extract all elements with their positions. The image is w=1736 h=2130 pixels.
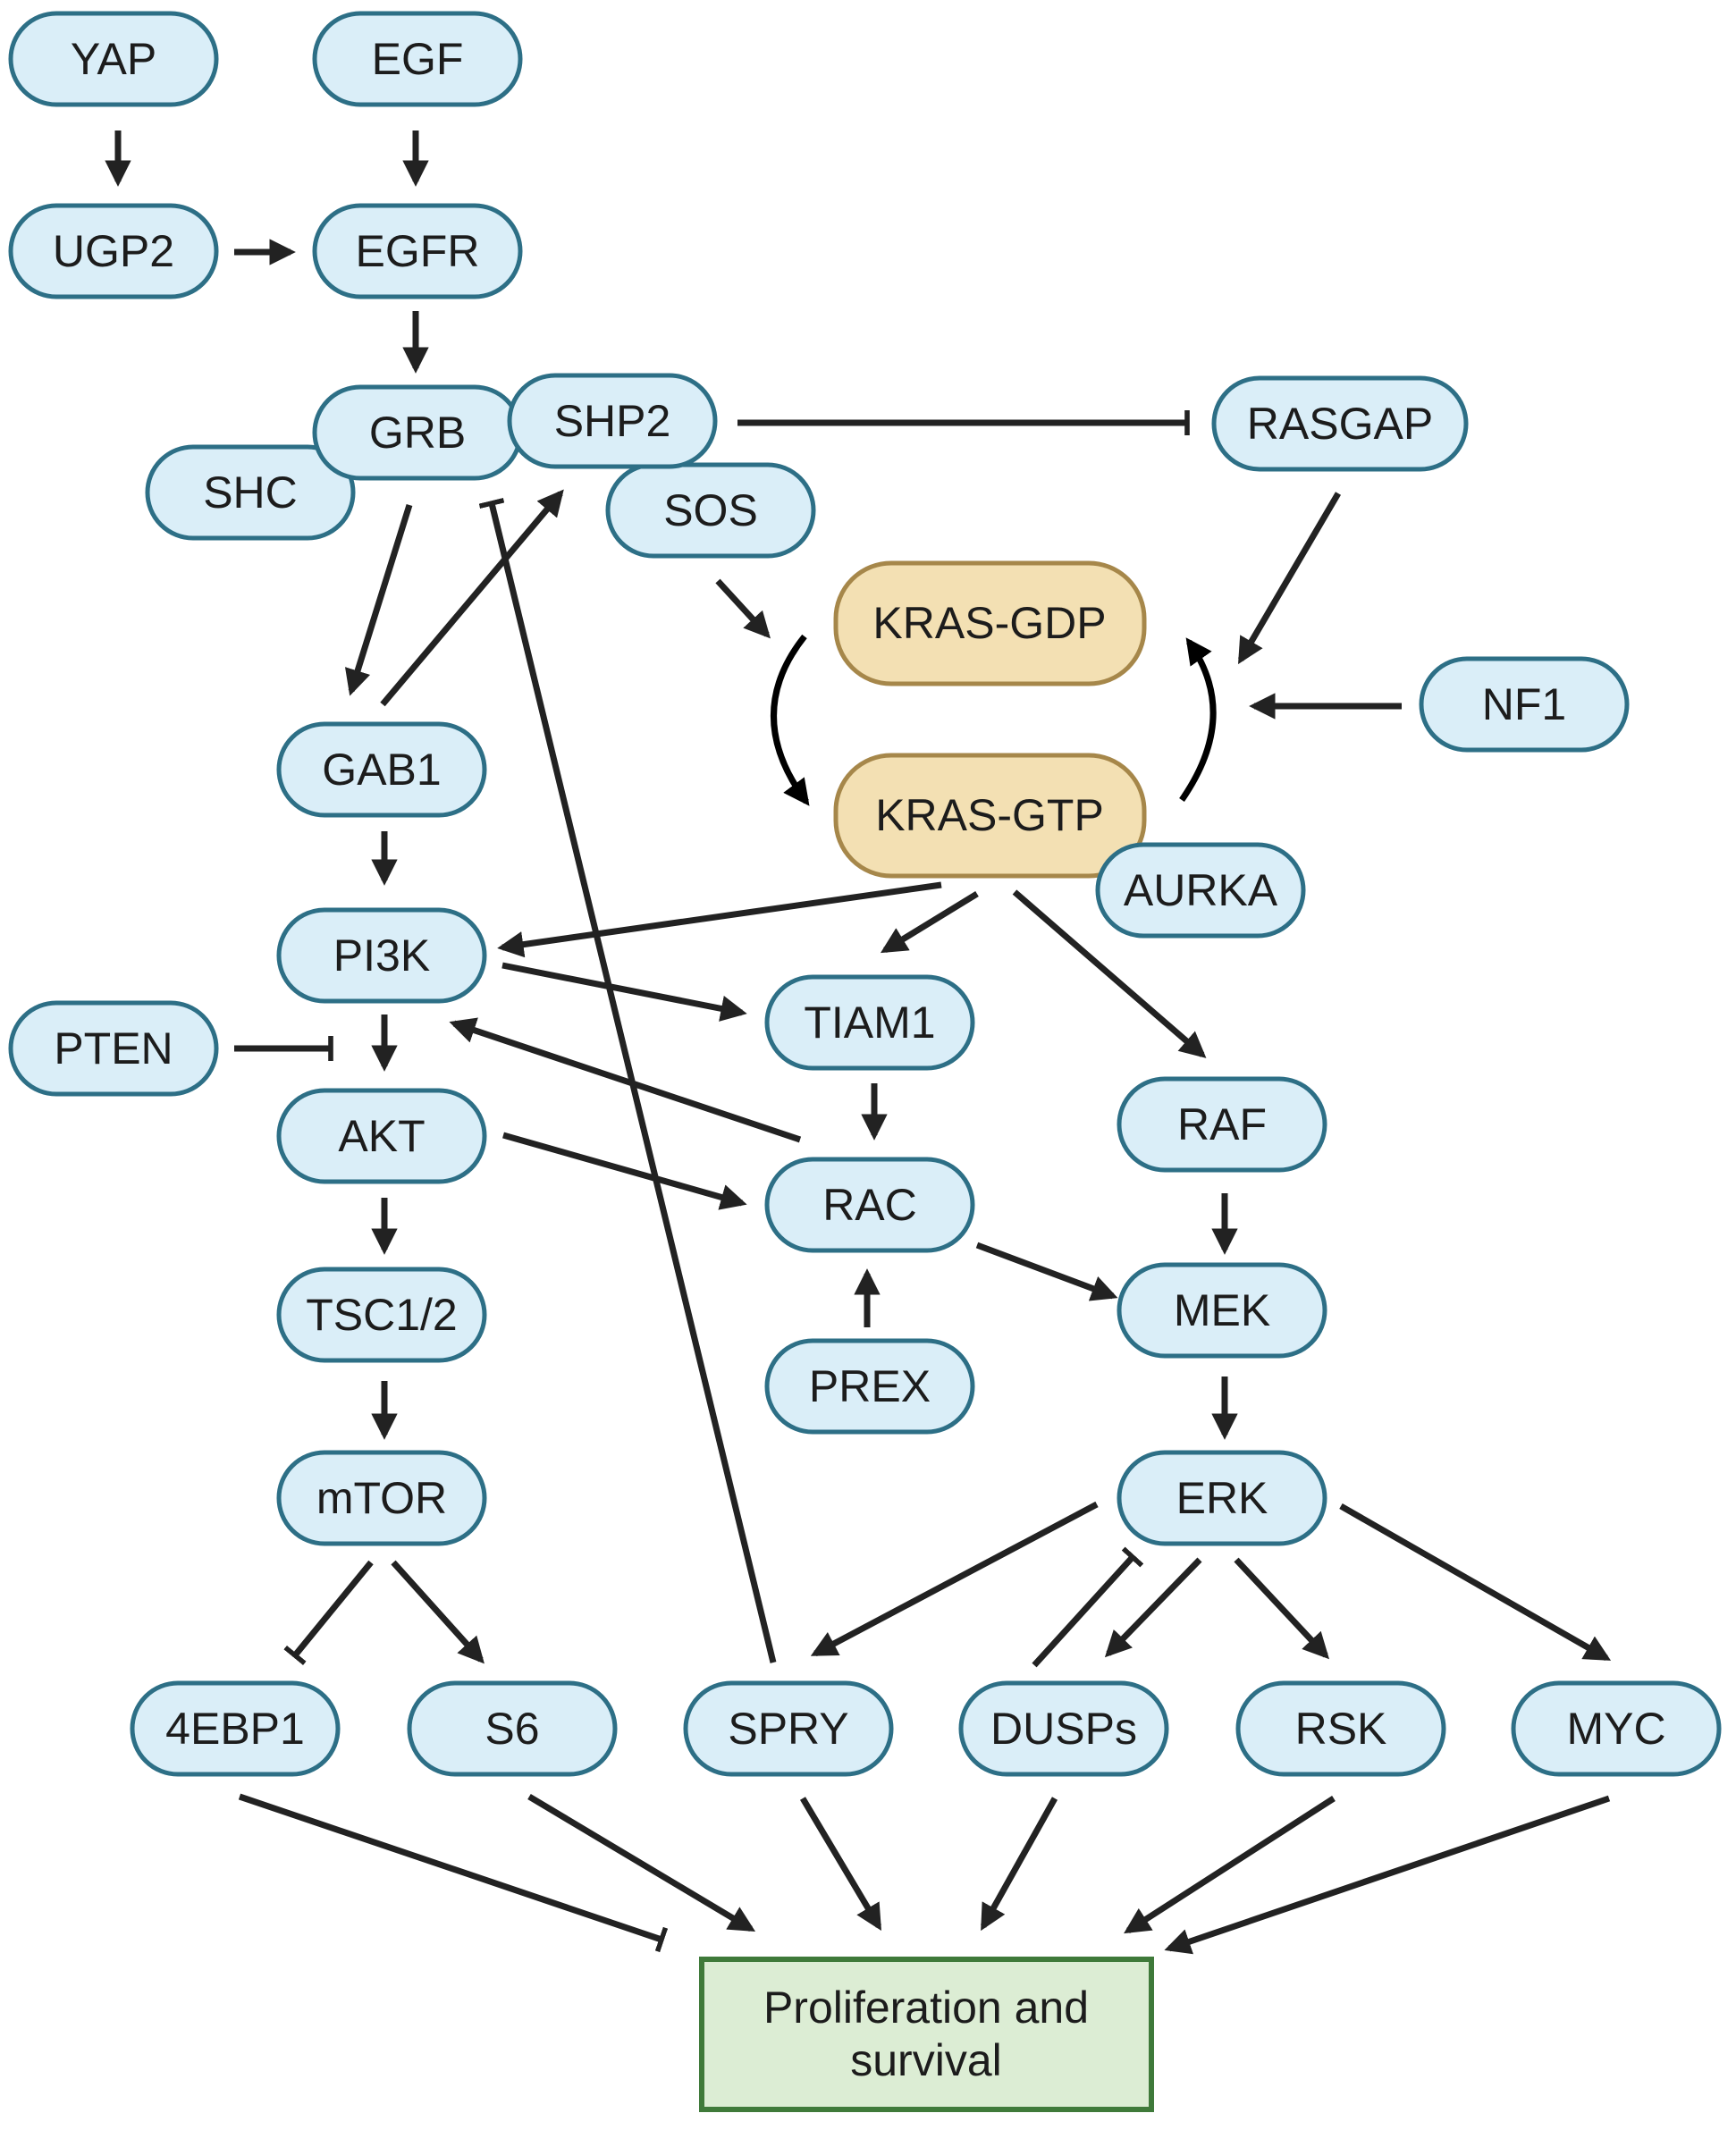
- node-akt-label: AKT: [338, 1111, 425, 1161]
- node-rsk: RSK: [1235, 1680, 1446, 1777]
- edges: [105, 130, 1612, 1955]
- node-4ebp1-label: 4EBP1: [165, 1704, 305, 1754]
- node-pi3k-label: PI3K: [333, 930, 430, 981]
- edge-erk-dusps: [1104, 1557, 1202, 1658]
- node-akt: AKT: [276, 1088, 487, 1184]
- edge-mtor-s6: [391, 1560, 485, 1664]
- node-myc: MYC: [1511, 1680, 1722, 1777]
- node-dusps: DUSPs: [958, 1680, 1169, 1777]
- node-nf1: NF1: [1419, 656, 1630, 753]
- node-pi3k: PI3K: [276, 907, 487, 1004]
- node-tiam1-label: TIAM1: [804, 998, 935, 1048]
- node-mek-label: MEK: [1174, 1285, 1270, 1335]
- cycle-gdp-to-gtp: [771, 634, 810, 806]
- node-raf: RAF: [1117, 1076, 1327, 1173]
- node-erk-label: ERK: [1176, 1473, 1268, 1523]
- node-rac-label: RAC: [822, 1180, 917, 1230]
- node-s6: S6: [407, 1680, 618, 1777]
- edge-sos-krasgdp: [715, 578, 771, 639]
- node-rasgap-label: RASGAP: [1247, 399, 1433, 449]
- node-nf1-label: NF1: [1482, 679, 1566, 729]
- edge-pi3k-tiam1: [501, 962, 747, 1022]
- node-gab1: GAB1: [276, 721, 487, 818]
- node-s6-label: S6: [485, 1704, 539, 1754]
- edge-s6-outcome: [527, 1793, 756, 1932]
- edge-rac-mek: [975, 1242, 1118, 1301]
- cycle-gtp-to-gdp: [1179, 637, 1217, 802]
- edge-grb-gab1: [344, 503, 413, 696]
- node-sos: SOS: [605, 462, 816, 559]
- edge-spry-grb: [478, 497, 777, 1663]
- node-egf: EGF: [312, 11, 523, 107]
- node-mtor: mTOR: [276, 1450, 487, 1546]
- node-spry: SPRY: [683, 1680, 894, 1777]
- edge-erk-myc: [1339, 1503, 1612, 1662]
- node-sos-label: SOS: [663, 485, 758, 535]
- node-rsk-label: RSK: [1295, 1704, 1387, 1754]
- node-tsc-label: TSC1/2: [306, 1290, 458, 1340]
- node-ugp2: UGP2: [8, 203, 219, 299]
- node-tsc: TSC1/2: [276, 1267, 487, 1363]
- node-shc: SHC: [145, 444, 356, 541]
- node-pten: PTEN: [8, 1000, 219, 1097]
- node-yap: YAP: [8, 11, 219, 107]
- node-erk: ERK: [1117, 1450, 1327, 1546]
- outcome-box: Proliferation and survival: [699, 1957, 1154, 2112]
- node-shp2-label: SHP2: [554, 396, 671, 446]
- node-egf-label: EGF: [372, 34, 464, 84]
- node-aurka-label: AURKA: [1124, 865, 1278, 915]
- edge-akt-rac: [502, 1132, 747, 1210]
- edge-kras-pi3k: [497, 881, 942, 958]
- node-egfr-label: EGFR: [356, 226, 480, 276]
- edge-kras-raf: [1012, 889, 1207, 1058]
- node-kras-gtp-label: KRAS-GTP: [875, 790, 1104, 840]
- node-prex: PREX: [764, 1338, 975, 1435]
- edge-myc-outcome: [1164, 1795, 1611, 1955]
- node-grb-label: GRB: [369, 408, 466, 458]
- node-prex-label: PREX: [809, 1361, 931, 1411]
- outcome-line1: Proliferation and: [763, 1983, 1089, 2033]
- node-spry-label: SPRY: [728, 1704, 848, 1754]
- node-kras-gdp-label: KRAS-GDP: [872, 598, 1106, 648]
- edge-dusps-outcome: [980, 1797, 1058, 1932]
- node-shp2: SHP2: [507, 373, 718, 469]
- node-rasgap: RASGAP: [1211, 375, 1469, 472]
- nodes: YAP EGF UGP2 EGFR SHC GRB SOS SHP2: [8, 11, 1722, 2112]
- edge-spry-outcome: [799, 1797, 882, 1932]
- edge-gab1-shp2: [380, 489, 564, 707]
- node-grb: GRB: [312, 384, 523, 481]
- node-aurka: AURKA: [1095, 842, 1306, 939]
- node-shc-label: SHC: [203, 467, 298, 518]
- node-mtor-label: mTOR: [316, 1473, 447, 1523]
- node-mek: MEK: [1117, 1262, 1327, 1359]
- edge-erk-rsk: [1234, 1557, 1330, 1660]
- node-yap-label: YAP: [71, 34, 156, 84]
- node-dusps-label: DUSPs: [990, 1704, 1137, 1754]
- node-gab1-label: GAB1: [322, 745, 441, 795]
- node-tiam1: TIAM1: [764, 974, 975, 1071]
- node-4ebp1: 4EBP1: [130, 1680, 341, 1777]
- node-pten-label: PTEN: [54, 1023, 173, 1073]
- edge-mtor-4ebp1: [283, 1560, 374, 1666]
- node-ugp2-label: UGP2: [53, 226, 174, 276]
- node-kras-gdp: KRAS-GDP: [833, 560, 1147, 686]
- edge-erk-spry: [810, 1501, 1099, 1657]
- node-egfr: EGFR: [312, 203, 523, 299]
- node-kras-gtp: KRAS-GTP: [833, 753, 1147, 879]
- edge-kras-tiam1: [880, 891, 979, 954]
- edge-dusps-erk: [1032, 1546, 1144, 1668]
- outcome-line2: survival: [850, 2035, 1001, 2085]
- node-raf-label: RAF: [1177, 1099, 1267, 1149]
- edge-rsk-outcome: [1124, 1796, 1336, 1934]
- node-rac: RAC: [764, 1157, 975, 1253]
- edge-rac-pi3k: [449, 1017, 802, 1143]
- edge-4ebp1-outcome: [238, 1793, 669, 1953]
- edge-rasgap-kras: [1237, 492, 1342, 665]
- node-myc-label: MYC: [1566, 1704, 1665, 1754]
